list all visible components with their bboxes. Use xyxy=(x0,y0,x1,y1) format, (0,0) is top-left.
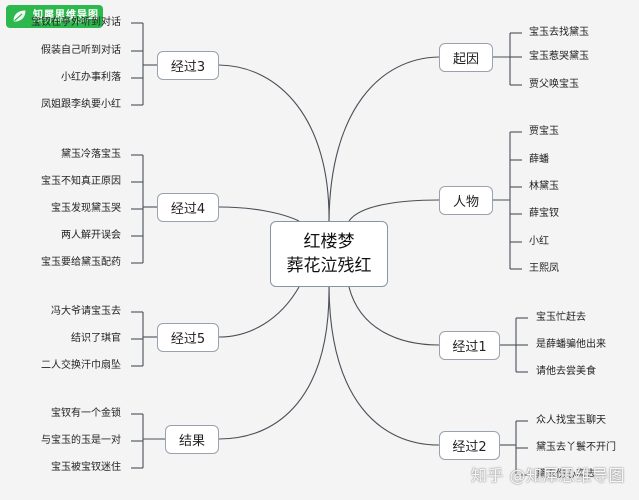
leaf-renwu-2[interactable]: 薛蟠 xyxy=(529,154,549,165)
central-title: 红楼梦 xyxy=(303,232,355,252)
branch-node-renwu[interactable]: 人物 xyxy=(439,186,493,215)
central-subtitle: 葬花泣残红 xyxy=(286,256,372,276)
connector-center-jingguo2 xyxy=(328,286,440,446)
central-topic[interactable]: 红楼梦 葬花泣残红 xyxy=(270,221,388,287)
leaf-qiyin-1[interactable]: 宝玉去找黛玉 xyxy=(529,27,589,38)
leaf-renwu-4[interactable]: 薛宝钗 xyxy=(529,208,559,219)
logo-subtitle: ZHIXI MIND MAP xyxy=(33,18,90,25)
leaf-renwu-1[interactable]: 贾宝玉 xyxy=(529,126,559,137)
leaf-jingguo2-3[interactable]: 黛玉伤心离去 xyxy=(536,469,596,480)
connector-center-jingguo5 xyxy=(218,286,300,338)
leaf-jingguo4-3[interactable]: 宝玉发现黛玉哭 xyxy=(51,203,121,214)
leaf-qiyin-2[interactable]: 宝玉惹哭黛玉 xyxy=(529,51,589,62)
leaf-jingguo5-2[interactable]: 结识了琪官 xyxy=(71,333,121,344)
watermark: 知乎 @知犀思维导图 xyxy=(470,466,625,485)
logo-name: 知犀思维导图 xyxy=(33,10,99,21)
connector-center-jingguo1 xyxy=(348,286,440,346)
branch-node-jingguo3[interactable]: 经过3 xyxy=(157,51,219,80)
leaf-jingguo2-2[interactable]: 黛玉去丫鬟不开门 xyxy=(536,442,616,453)
branch-node-jingguo2[interactable]: 经过2 xyxy=(439,431,500,460)
leaf-jingguo1-2[interactable]: 是薛蟠骗他出来 xyxy=(536,339,606,350)
leaf-jingguo2-1[interactable]: 众人找宝玉聊天 xyxy=(536,415,606,426)
branch-node-jingguo1[interactable]: 经过1 xyxy=(439,331,500,360)
rhino-leaf-icon xyxy=(13,10,26,22)
leaf-jingguo5-1[interactable]: 冯大爷请宝玉去 xyxy=(51,306,121,317)
leaf-jingguo3-2[interactable]: 假装自己听到对话 xyxy=(41,45,121,56)
branch-node-jingguo4[interactable]: 经过4 xyxy=(157,193,219,222)
leaf-renwu-3[interactable]: 林黛玉 xyxy=(529,181,559,192)
leaf-qiyin-3[interactable]: 贾父唤宝玉 xyxy=(529,79,579,90)
leaf-jingguo5-3[interactable]: 二人交换汗巾扇坠 xyxy=(41,360,121,371)
leaf-jingguo3-4[interactable]: 凤姐跟李纨要小红 xyxy=(41,99,121,110)
leaf-jieguo-1[interactable]: 宝钗有一个金锁 xyxy=(51,408,121,419)
leaf-jieguo-3[interactable]: 宝玉被宝钗迷住 xyxy=(51,462,121,473)
leaf-jingguo4-5[interactable]: 宝玉要给黛玉配药 xyxy=(41,257,121,268)
leaf-jieguo-2[interactable]: 与宝玉的玉是一对 xyxy=(41,435,121,446)
branch-node-jieguo[interactable]: 结果 xyxy=(165,425,219,454)
leaf-jingguo1-1[interactable]: 宝玉忙赶去 xyxy=(536,312,586,323)
leaf-renwu-5[interactable]: 小红 xyxy=(529,236,549,247)
connector-center-jingguo3 xyxy=(218,64,330,222)
leaf-jingguo4-2[interactable]: 宝玉不知真正原因 xyxy=(41,176,121,187)
zhixi-logo: 知犀思维导图 ZHIXI MIND MAP xyxy=(6,5,103,28)
connector-center-jieguo xyxy=(218,286,330,440)
leaf-renwu-6[interactable]: 王熙凤 xyxy=(529,263,559,274)
leaf-jingguo4-4[interactable]: 两人解开误会 xyxy=(61,230,121,241)
connector-center-qiyin xyxy=(328,56,440,222)
branch-node-qiyin[interactable]: 起因 xyxy=(439,43,493,72)
leaf-jingguo1-3[interactable]: 请他去尝美食 xyxy=(536,366,596,377)
leaf-jingguo4-1[interactable]: 黛玉冷落宝玉 xyxy=(61,149,121,160)
leaf-jingguo3-3[interactable]: 小红办事利落 xyxy=(61,72,121,83)
connector-center-renwu xyxy=(348,199,440,222)
connector-center-jingguo4 xyxy=(218,206,300,222)
branch-node-jingguo5[interactable]: 经过5 xyxy=(157,323,219,352)
leaf-jingguo3-1[interactable]: 宝钗在亭外听到对话 xyxy=(31,17,121,28)
